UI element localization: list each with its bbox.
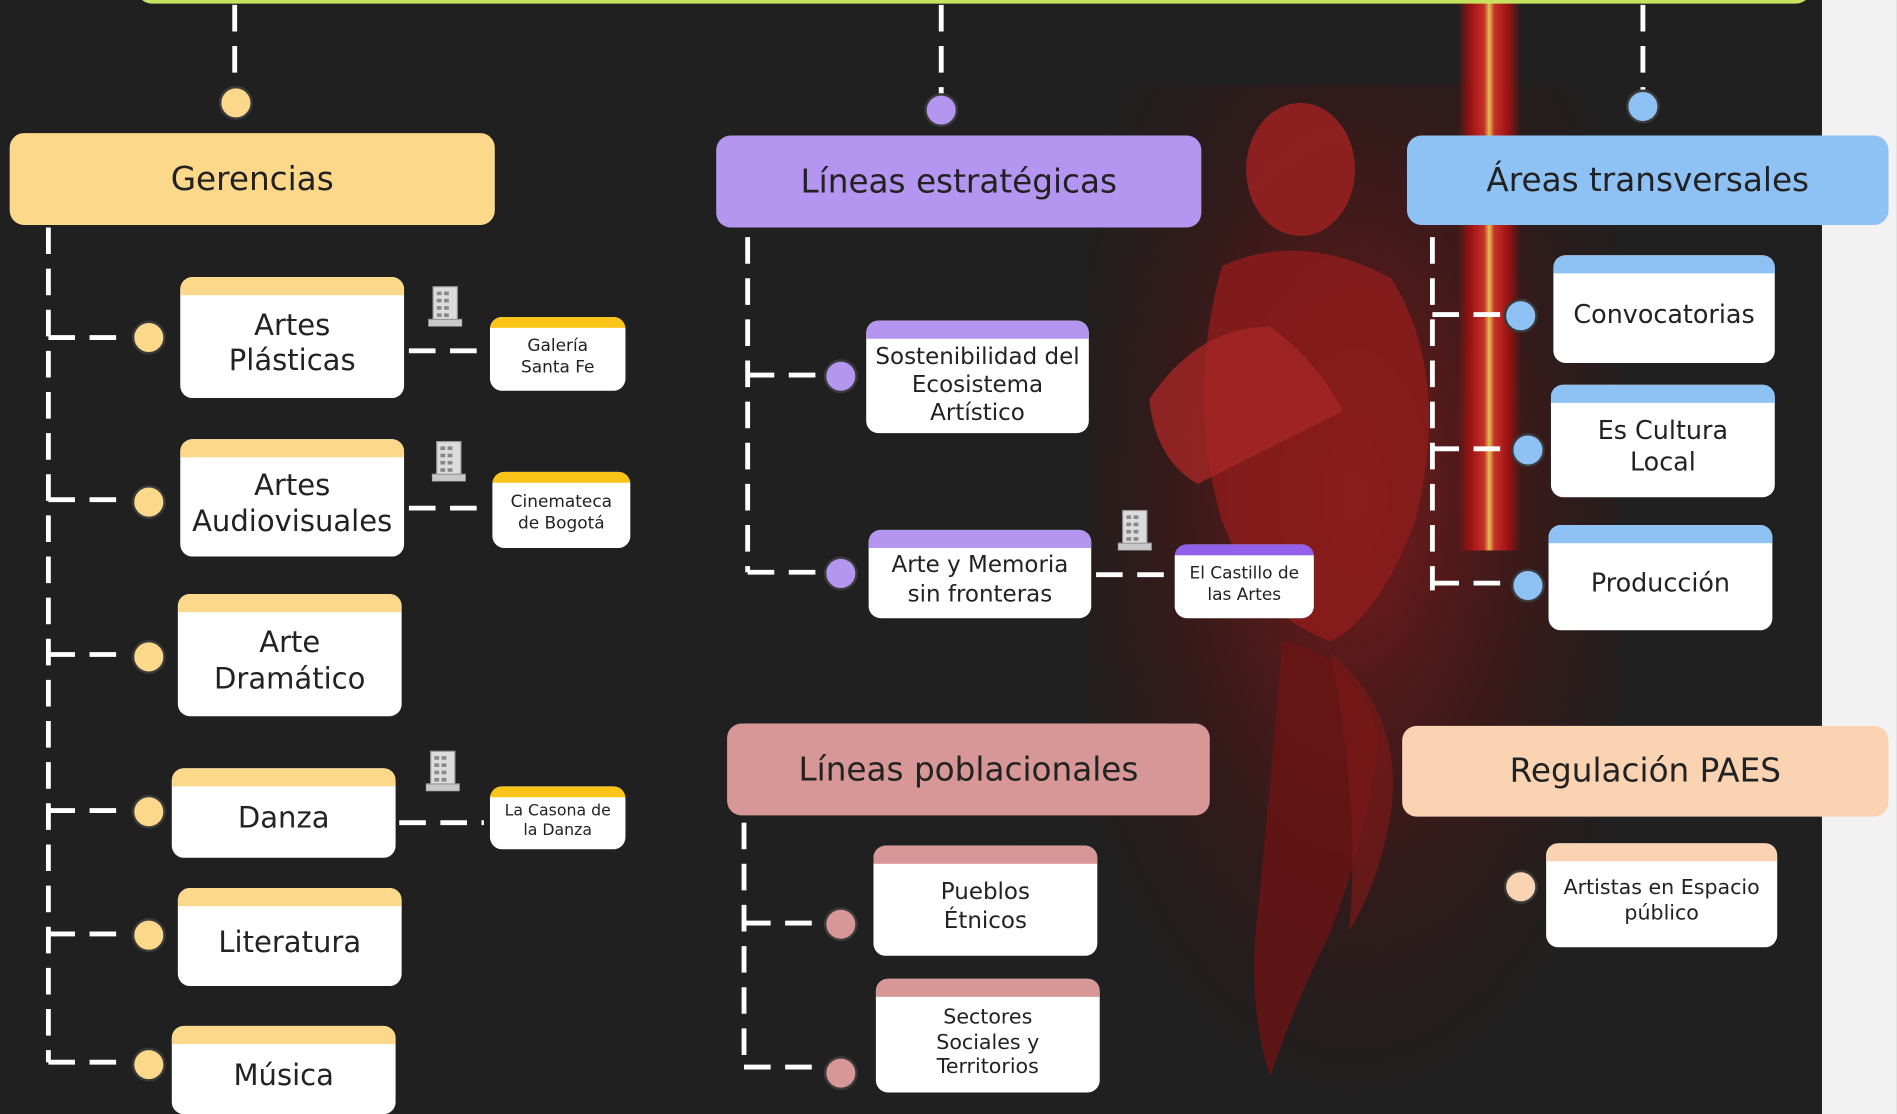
connector-dot — [131, 918, 166, 953]
card-label: Artes Audiovisuales — [192, 468, 393, 538]
regulacion-label: Regulación PAES — [1509, 752, 1781, 790]
card-accent-bar — [1546, 843, 1778, 862]
card-accent-bar — [1548, 525, 1773, 544]
card-accent-bar — [875, 978, 1100, 997]
card-label: Pueblos Étnicos — [940, 878, 1030, 934]
lineas-poblacionales-label: Líneas poblacionales — [798, 750, 1139, 789]
connector-dot — [131, 1047, 166, 1082]
connector-dot — [1503, 298, 1538, 333]
light-pole-image — [1457, 0, 1521, 551]
gerencia-card-musica: Música — [171, 1025, 396, 1114]
card-accent-bar — [1174, 544, 1314, 556]
building-icon — [428, 286, 463, 327]
card-label: Literatura — [218, 925, 362, 960]
card-accent-bar — [177, 887, 402, 907]
area-card-convocatorias: Convocatorias — [1553, 255, 1775, 363]
card-label: Música — [233, 1058, 334, 1093]
area-card-es-cultura-local: Es Cultura Local — [1550, 384, 1775, 498]
connector-dot — [131, 485, 166, 520]
card-accent-bar — [1553, 255, 1775, 274]
card-label: Convocatorias — [1573, 299, 1755, 329]
gerencias-header: Gerencias — [9, 133, 495, 226]
card-label: Artistas en Espacio público — [1563, 876, 1760, 926]
venue-label: La Casona de la Danza — [504, 802, 611, 840]
lineas-poblacionales-header: Líneas poblacionales — [727, 723, 1210, 816]
card-accent-bar — [873, 845, 1098, 864]
gerencia-card-artes-plasticas: Artes Plásticas — [180, 277, 405, 399]
card-accent-bar — [180, 439, 405, 458]
card-accent-bar — [171, 1025, 396, 1045]
card-accent-bar — [177, 594, 402, 613]
areas-transversales-header: Áreas transversales — [1406, 135, 1889, 226]
venue-label: Cinemateca de Bogotá — [510, 492, 613, 533]
connector-dot — [131, 639, 166, 674]
card-accent-bar — [180, 277, 405, 296]
poblacional-card-sectores-sociales: Sectores Sociales y Territorios — [875, 978, 1100, 1093]
card-label: Producción — [1590, 568, 1731, 598]
regulacion-card-artistas: Artistas en Espacio público — [1546, 843, 1778, 948]
venue-card-castillo: El Castillo de las Artes — [1174, 544, 1314, 619]
card-label: Es Cultura Local — [1597, 416, 1729, 477]
title-bar — [135, 0, 1813, 4]
lineas-estrategicas-label: Líneas estratégicas — [800, 162, 1118, 201]
area-card-produccion: Producción — [1548, 525, 1773, 631]
connector-dot — [823, 907, 858, 942]
connector-dot — [1625, 89, 1660, 124]
connector-dot — [823, 359, 858, 394]
connector-dot — [823, 556, 858, 591]
regulacion-header: Regulación PAES — [1402, 725, 1889, 817]
venue-card-casona: La Casona de la Danza — [489, 786, 626, 850]
gerencias-label: Gerencias — [170, 160, 334, 198]
estrategica-card-sostenibilidad: Sostenibilidad del Ecosistema Artístico — [866, 320, 1089, 434]
venue-card-cinemateca: Cinemateca de Bogotá — [492, 471, 631, 549]
poblacional-card-pueblos-etnicos: Pueblos Étnicos — [873, 845, 1098, 956]
connector-dot — [1511, 433, 1545, 467]
connector-dot — [218, 85, 253, 120]
gerencia-card-arte-dramatico: Arte Dramático — [177, 594, 402, 717]
connector-dot — [1503, 869, 1538, 904]
estrategica-card-arte-memoria: Arte y Memoria sin fronteras — [868, 529, 1092, 619]
gerencia-card-artes-audiovisuales: Artes Audiovisuales — [180, 439, 405, 557]
venue-label: El Castillo de las Artes — [1189, 564, 1300, 605]
connector-dot — [823, 1056, 858, 1091]
connector-dot — [1511, 568, 1545, 603]
gerencia-card-danza: Danza — [171, 768, 396, 858]
lineas-estrategicas-header: Líneas estratégicas — [716, 135, 1202, 228]
building-icon — [431, 440, 466, 482]
card-label: Artes Plásticas — [228, 308, 356, 378]
card-accent-bar — [866, 320, 1089, 339]
connector-dot — [131, 794, 166, 829]
card-label: Danza — [237, 801, 330, 836]
building-icon — [1117, 509, 1152, 551]
card-accent-bar — [1550, 384, 1775, 403]
card-accent-bar — [489, 316, 626, 328]
connector-dot — [131, 320, 166, 355]
card-label: Arte y Memoria sin fronteras — [891, 552, 1069, 607]
card-accent-bar — [492, 471, 631, 483]
venue-card-galeria: Galería Santa Fe — [489, 316, 626, 391]
card-accent-bar — [489, 786, 626, 798]
card-label: Sostenibilidad del Ecosistema Artístico — [875, 343, 1080, 426]
connector-dot — [924, 93, 959, 128]
card-accent-bar — [868, 529, 1092, 549]
card-label: Sectores Sociales y Territorios — [936, 1005, 1040, 1080]
gerencia-card-literatura: Literatura — [177, 887, 402, 986]
venue-label: Galería Santa Fe — [520, 336, 595, 377]
card-label: Arte Dramático — [214, 625, 366, 696]
areas-transversales-label: Áreas transversales — [1486, 161, 1810, 200]
card-accent-bar — [171, 768, 396, 787]
building-icon — [425, 750, 460, 792]
